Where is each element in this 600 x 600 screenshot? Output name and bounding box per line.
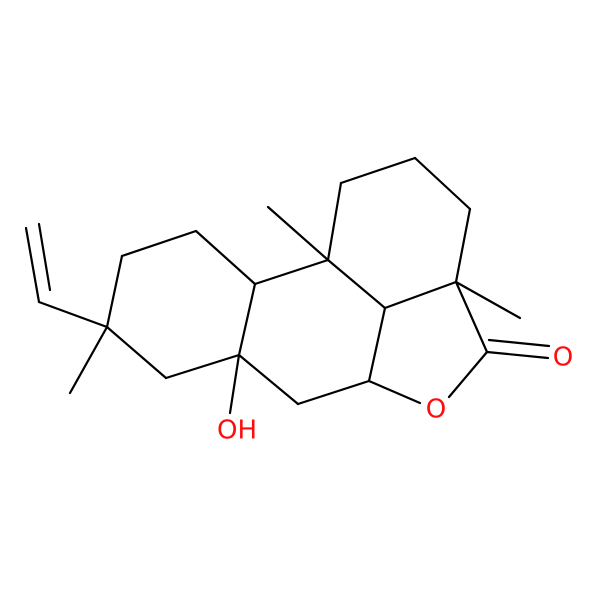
bond-lactone-3 [367,379,422,405]
bond-ringA-4 [194,229,257,286]
bond-methyl-right [454,280,522,320]
bond-ringC-1 [326,181,343,262]
bond-ringA-5 [237,282,257,357]
bond-ringA-2 [105,325,168,380]
bond-ringC-4 [454,207,472,284]
bond-ringA-1 [105,254,124,329]
atom-label-carbonyl-oxygen: O [553,343,573,373]
bond-ringB-3 [367,306,387,383]
bond-carbonyl-b [487,338,551,348]
bond-vinyl-double-a [24,226,41,304]
bond-ringA-3 [120,229,198,258]
bond-ringC-3 [413,156,472,211]
bond-methyl-left [68,325,109,395]
bond-ringB-5 [253,258,330,286]
atom-label-ring-oxygen: O [426,395,446,425]
bond-lactone-2 [447,350,489,399]
bond-ringB-4 [326,258,387,310]
bond-vinyl-double-b [37,222,52,292]
bond-ringC-2 [339,156,417,185]
atom-label-hydroxyl: OH [217,416,257,446]
bond-ringA-6 [164,353,241,380]
bond-vinyl-single [37,300,109,329]
bond-ringB-2 [296,379,371,406]
bond-carbonyl-a [485,350,550,360]
bond-ringC-5 [383,280,458,310]
bond-methyl-angular [266,205,330,262]
bond-hydroxyl [228,353,241,415]
bond-lactone-1 [454,280,489,354]
bond-ringB-1 [237,353,300,406]
